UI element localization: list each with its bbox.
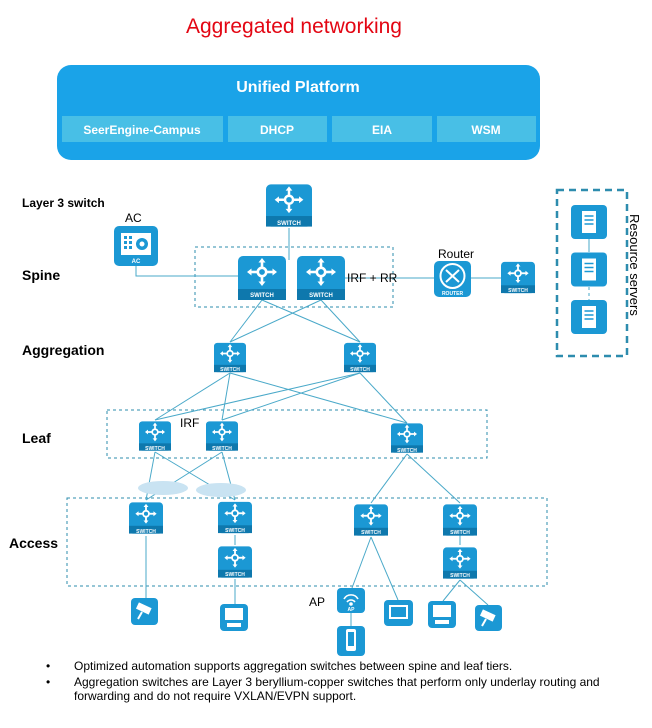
- leaf-switch-icon: SWITCH: [391, 422, 423, 454]
- spine-box: [194, 246, 394, 308]
- leaf-box: [106, 409, 488, 459]
- aggregation-switch-icon: SWITCH: [344, 342, 376, 373]
- svg-text:SWITCH: SWITCH: [250, 293, 274, 299]
- svg-text:SWITCH: SWITCH: [136, 529, 156, 535]
- access-box: [66, 497, 548, 587]
- desktop-pc-icon: [428, 601, 456, 628]
- svg-text:SWITCH: SWITCH: [350, 367, 370, 373]
- module-wsm: WSM: [471, 123, 500, 137]
- svg-text:SWITCH: SWITCH: [450, 573, 470, 579]
- svg-text:SWITCH: SWITCH: [397, 448, 417, 454]
- ap-label: AP: [309, 595, 325, 609]
- svg-text:SWITCH: SWITCH: [450, 530, 470, 536]
- layer3-switch-label: Layer 3 switch: [22, 196, 105, 210]
- server-icon: [571, 205, 607, 239]
- desktop-pc-icon: [220, 604, 248, 631]
- irf-label: IRF: [180, 416, 199, 430]
- aggregation-switch-icon: SWITCH: [214, 342, 246, 373]
- server-icon: [571, 300, 607, 334]
- irf-rr-label: IRF + RR: [347, 271, 398, 285]
- router-uplink-switch-icon: SWITCH: [501, 261, 535, 294]
- svg-text:SWITCH: SWITCH: [145, 446, 165, 452]
- group-boxes: [66, 246, 548, 587]
- svg-text:ROUTER: ROUTER: [442, 291, 464, 297]
- router-label: Router: [438, 247, 474, 261]
- access-switch-icon: SWITCH: [218, 500, 252, 535]
- resource-servers-box: [555, 188, 629, 358]
- access-switch-icon: SWITCH: [443, 503, 477, 537]
- svg-text:SWITCH: SWITCH: [309, 293, 333, 299]
- ac-icon: AC: [114, 226, 158, 266]
- access-switch-icon: SWITCH: [443, 546, 477, 580]
- access-switch-icon: SWITCH: [354, 503, 388, 537]
- ap-icon: AP: [337, 588, 365, 613]
- access-switch-icon: SWITCH: [129, 501, 163, 535]
- spine-switch-icon: SWITCH: [297, 256, 345, 300]
- svg-text:SWITCH: SWITCH: [361, 530, 381, 536]
- module-eia: EIA: [372, 123, 392, 137]
- server-icon: [571, 252, 607, 287]
- svg-text:AP: AP: [348, 607, 356, 613]
- camera-icon: [131, 598, 158, 625]
- link-aggregation-marker: [138, 481, 188, 495]
- links: [135, 228, 590, 626]
- mobile-phone-icon: [337, 626, 365, 656]
- diagram-title: Aggregated networking: [186, 15, 402, 38]
- svg-text:SWITCH: SWITCH: [277, 221, 301, 227]
- leaf-switch-icon: SWITCH: [206, 420, 238, 452]
- layer3-switch-icon: SWITCH: [266, 183, 312, 228]
- leaf-switch-icon: SWITCH: [139, 420, 171, 452]
- access-switch-icon: SWITCH: [218, 545, 252, 579]
- svg-text:SWITCH: SWITCH: [508, 288, 528, 294]
- svg-text:SWITCH: SWITCH: [212, 446, 232, 452]
- aggregation-label: Aggregation: [22, 342, 104, 358]
- unified-platform: Unified Platform SeerEngine-Campus DHCP …: [57, 65, 540, 160]
- svg-text:AC: AC: [132, 259, 141, 265]
- note-item: Optimized automation supports aggregatio…: [46, 659, 636, 673]
- svg-text:SWITCH: SWITCH: [220, 367, 240, 373]
- module-seerengine: SeerEngine-Campus: [83, 123, 201, 137]
- leaf-label: Leaf: [22, 430, 51, 446]
- svg-text:SWITCH: SWITCH: [225, 528, 245, 534]
- resource-servers-label: Resource servers: [627, 214, 642, 316]
- router-icon: ROUTER: [434, 261, 471, 297]
- ac-label: AC: [125, 211, 142, 225]
- svg-text:SWITCH: SWITCH: [225, 572, 245, 578]
- access-label: Access: [9, 535, 58, 551]
- display-terminal-icon: [384, 600, 413, 626]
- platform-title: Unified Platform: [236, 79, 360, 96]
- camera-icon: [475, 605, 502, 631]
- module-dhcp: DHCP: [260, 123, 294, 137]
- notes-list: Optimized automation supports aggregatio…: [46, 659, 636, 705]
- link-aggregation-marker: [196, 483, 246, 497]
- spine-label: Spine: [22, 267, 60, 283]
- spine-switch-icon: SWITCH: [238, 256, 286, 300]
- note-item: Aggregation switches are Layer 3 berylli…: [46, 675, 636, 703]
